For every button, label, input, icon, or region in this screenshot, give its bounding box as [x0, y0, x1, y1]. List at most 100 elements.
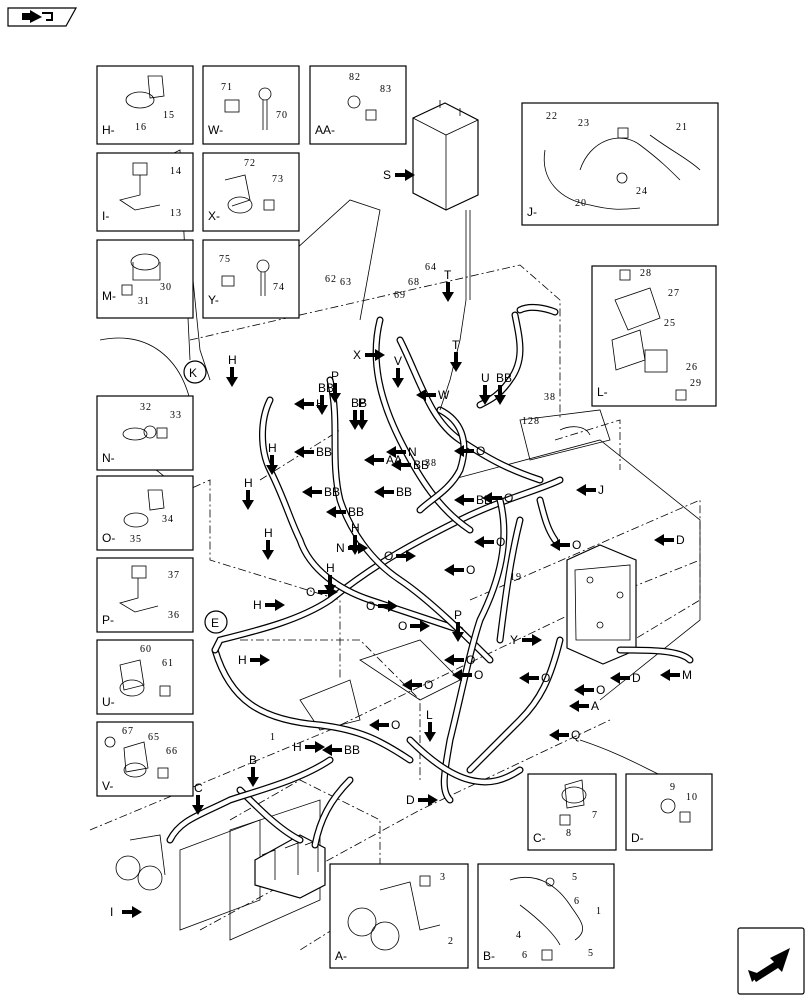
callout-letter: V [394, 354, 402, 368]
callout-letter: P [358, 396, 366, 410]
callout-c: C [192, 781, 204, 815]
callout-arrow-icon [549, 729, 569, 741]
inset-X: X- 72 73 [202, 152, 300, 232]
part-number: 4 [516, 930, 522, 941]
part-number: 10 [686, 792, 698, 803]
callout-o: O [366, 599, 398, 613]
callout-letter: N [336, 541, 345, 555]
callout-o: O [398, 619, 430, 633]
callout-l: L [424, 708, 436, 742]
bookmark-icon[interactable] [7, 7, 78, 27]
callout-arrow-icon [122, 906, 142, 918]
part-number: 30 [160, 282, 172, 293]
callout-arrow-icon [396, 550, 416, 562]
part-number: 37 [168, 570, 180, 581]
callout-arrow-icon [522, 634, 542, 646]
callout-letter: X [353, 348, 361, 362]
part-number: 83 [380, 84, 392, 95]
callout-letter: J [598, 483, 604, 497]
inset-J: J- 22 23 21 24 20 [521, 102, 719, 226]
callout-o: O [444, 653, 475, 667]
part-number: 67 [122, 726, 134, 737]
part-number: 15 [163, 110, 175, 121]
callout-letter: BB [344, 743, 360, 757]
inset-label: D- [631, 831, 644, 845]
callout-letter: A [591, 699, 599, 713]
part-number: 72 [244, 158, 256, 169]
part-number: 66 [166, 746, 178, 757]
part-number: 62 [325, 274, 337, 285]
callout-letter: S [383, 168, 391, 182]
callout-arrow-icon [660, 669, 680, 681]
callout-letter: O [474, 668, 483, 682]
part-number: 35 [130, 534, 142, 545]
inset-label: A- [335, 949, 347, 963]
callout-h: H [238, 653, 270, 667]
part-number: 61 [162, 658, 174, 669]
callout-arrow-icon [444, 654, 464, 666]
part-number: 27 [668, 288, 680, 299]
callout-d: D [654, 533, 685, 547]
callout-arrow-icon [574, 684, 594, 696]
callout-o: O [306, 585, 338, 599]
callout-bb: BB [391, 458, 429, 472]
callout-u: U [479, 371, 491, 405]
callout-arrow-icon [402, 679, 422, 691]
part-number: 14 [170, 166, 182, 177]
callout-letter: O [596, 683, 605, 697]
callout-arrows: STTUWVXHHHHHHHHHHBBBBBBBBBBBBBBBBBBBBPPP… [110, 168, 692, 919]
part-number: 1 [270, 732, 276, 743]
callout-arrow-icon [395, 169, 415, 181]
inset-D: D- 9 10 [625, 773, 713, 851]
inset-W: W- 71 70 [202, 65, 300, 145]
inset-L: L- 28 27 25 26 29 [591, 265, 717, 407]
callout-bb: BB [316, 381, 334, 415]
callout-letter: U [481, 371, 490, 385]
callout-o: O [519, 671, 550, 685]
callout-arrow-icon [410, 620, 430, 632]
callout-letter: W [438, 388, 450, 402]
callout-letter: BB [324, 485, 340, 499]
callout-arrow-icon [418, 794, 438, 806]
callout-arrow-icon [318, 586, 338, 598]
callout-arrow-icon [576, 484, 596, 496]
next-page-arrow-icon[interactable] [737, 927, 805, 995]
inset-H: H- 16 15 [96, 65, 194, 145]
callout-bb: BB [294, 445, 332, 459]
callout-h: H [253, 598, 285, 612]
callout-arrow-icon [242, 490, 254, 510]
callout-bb: BB [349, 396, 367, 430]
part-number: 63 [340, 277, 352, 288]
callout-letter: O [398, 619, 407, 633]
part-number: 33 [170, 410, 182, 421]
part-number: 32 [140, 402, 152, 413]
callout-letter: O [391, 718, 400, 732]
callout-letter: H [351, 521, 360, 535]
callout-t: T [442, 268, 454, 302]
part-number: 13 [170, 208, 182, 219]
inset-label: H- [102, 123, 115, 137]
part-number: 82 [349, 72, 361, 83]
callout-n: N [386, 445, 417, 459]
callout-letter: H [238, 653, 247, 667]
part-number: 22 [546, 111, 558, 122]
callout-o: O [402, 678, 433, 692]
callout-arrow-icon [294, 398, 314, 410]
callout-arrow-icon [386, 446, 406, 458]
callout-letter: P [331, 369, 339, 383]
callout-letter: D [632, 671, 641, 685]
part-number: 25 [664, 318, 676, 329]
horn [115, 834, 166, 891]
inset-label: J- [527, 205, 537, 219]
inset-V: V- 67 65 66 [96, 721, 194, 797]
part-number: 64 [425, 262, 437, 273]
callout-letter: D [676, 533, 685, 547]
part-number: 6 [522, 950, 528, 961]
callout-arrow-icon [316, 395, 328, 415]
callout-letter: Q [571, 728, 580, 742]
callout-letter: BB [316, 445, 332, 459]
callout-arrow-icon [519, 672, 539, 684]
part-number: 16 [135, 122, 147, 133]
part-number: 128 [522, 416, 540, 427]
